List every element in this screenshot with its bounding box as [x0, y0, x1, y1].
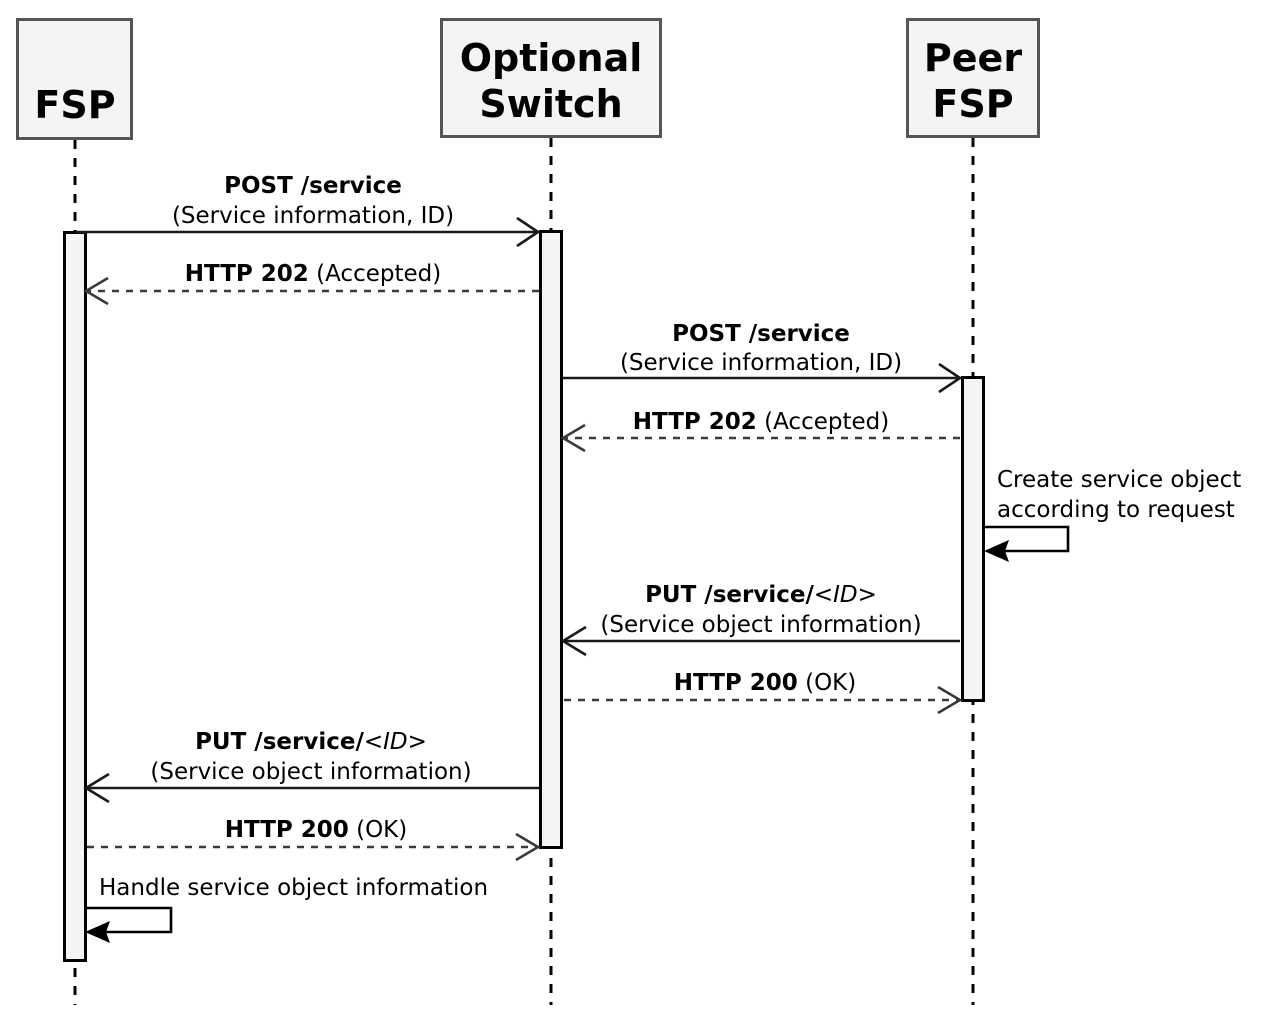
participant-label-peer-line-0: Peer — [924, 36, 1022, 80]
self-message-2-loop — [86, 906, 173, 934]
message-http202-switch-to-fsp[interactable]: HTTP 202 (Accepted) — [83, 261, 539, 306]
self-message-1-label-line-1: according to request — [997, 497, 1235, 523]
message-4-label-bold: HTTP 202 — [633, 409, 757, 435]
message-5-label-bold: PUT /service/ — [645, 582, 814, 608]
message-1-label-bold: POST /service — [224, 173, 402, 199]
message-2-arrowhead — [83, 276, 109, 306]
activation-bar-peer — [961, 376, 985, 702]
message-1-arrowhead — [516, 216, 541, 248]
self-message-1-label-line-0: Create service object — [997, 467, 1241, 493]
message-post-service-switch-to-peer[interactable]: POST /service (Service information, ID) — [563, 321, 963, 394]
participant-switch[interactable]: Optional Switch — [440, 18, 662, 138]
participant-peer[interactable]: Peer FSP — [906, 18, 1040, 138]
message-7-label-italic: <ID> — [364, 729, 427, 755]
message-http202-peer-to-switch[interactable]: HTTP 202 (Accepted) — [560, 409, 960, 453]
message-8-label-bold: HTTP 200 — [225, 817, 349, 843]
message-3-arrowhead — [938, 362, 963, 394]
message-7-arrowhead — [83, 772, 110, 804]
message-4-label-plain: (Accepted) — [764, 409, 889, 435]
message-5-label-italic: <ID> — [814, 582, 877, 608]
participant-box-fsp — [16, 18, 133, 140]
activation-bar-fsp — [63, 231, 87, 962]
message-put-service-peer-to-switch[interactable]: PUT /service/<ID> (Service object inform… — [560, 582, 960, 657]
self-message-1-arrowhead — [984, 540, 1009, 562]
message-5-label-secondary: (Service object information) — [600, 612, 921, 638]
message-2-label-plain: (Accepted) — [316, 261, 441, 287]
message-http200-switch-to-peer[interactable]: HTTP 200 (OK) — [564, 670, 963, 715]
activation-bars-group — [63, 230, 985, 962]
participant-label-switch-line-1: Switch — [479, 82, 622, 126]
participant-label-peer-line-1: FSP — [932, 82, 1013, 126]
message-6-label: HTTP 200 (OK) — [674, 670, 856, 696]
message-http200-fsp-to-switch[interactable]: HTTP 200 (OK) — [87, 817, 541, 862]
message-8-arrowhead — [515, 832, 541, 862]
message-6-arrowhead — [937, 685, 963, 715]
activation-bar-switch — [539, 230, 563, 849]
message-4-label: HTTP 202 (Accepted) — [633, 409, 889, 435]
participant-label-switch-line-0: Optional — [460, 36, 643, 80]
message-5-arrowhead — [560, 625, 587, 657]
message-7-label-primary: PUT /service/<ID> — [195, 729, 427, 755]
message-8-label-plain: (OK) — [356, 817, 407, 843]
self-message-1-loop — [985, 525, 1070, 553]
message-1-label-primary: POST /service — [224, 173, 402, 199]
self-message-2-arrowhead — [85, 921, 110, 943]
participant-box-switch — [440, 18, 662, 138]
message-put-service-switch-to-fsp[interactable]: PUT /service/<ID> (Service object inform… — [83, 729, 539, 804]
self-message-2-label-line-0: Handle service object information — [99, 875, 488, 901]
self-message-handle-service-object-information[interactable]: Handle service object information — [85, 875, 488, 943]
message-3-label-secondary: (Service information, ID) — [620, 350, 902, 376]
message-4-arrowhead — [560, 423, 586, 453]
message-7-label-bold: PUT /service/ — [195, 729, 364, 755]
message-6-label-bold: HTTP 200 — [674, 670, 798, 696]
message-5-label-primary: PUT /service/<ID> — [645, 582, 877, 608]
participant-label-fsp-line-0: FSP — [34, 83, 115, 127]
message-3-label-bold: POST /service — [672, 321, 850, 347]
message-post-service-fsp-to-switch[interactable]: POST /service (Service information, ID) — [76, 173, 541, 248]
self-message-create-service-object[interactable]: Create service object according to reque… — [984, 467, 1241, 562]
message-7-label-secondary: (Service object information) — [150, 759, 471, 785]
message-6-label-plain: (OK) — [805, 670, 856, 696]
message-1-label-secondary: (Service information, ID) — [172, 203, 454, 229]
message-2-label: HTTP 202 (Accepted) — [185, 261, 441, 287]
participant-fsp[interactable]: FSP — [16, 18, 133, 140]
message-2-label-bold: HTTP 202 — [185, 261, 309, 287]
participant-box-peer — [906, 18, 1040, 138]
message-8-label: HTTP 200 (OK) — [225, 817, 407, 843]
message-3-label-primary: POST /service — [672, 321, 850, 347]
